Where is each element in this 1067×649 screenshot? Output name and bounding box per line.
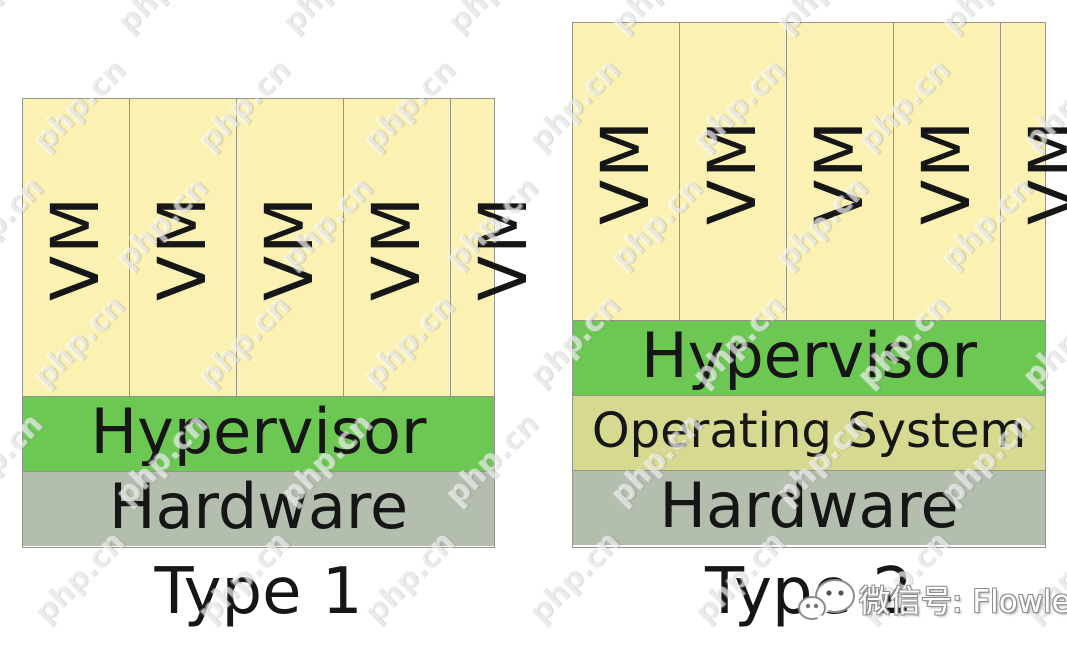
vm-label: VM bbox=[1015, 118, 1067, 225]
vm-label: VM bbox=[587, 118, 665, 225]
vm-label: VM bbox=[694, 118, 772, 225]
hypervisor-label: Hypervisor bbox=[641, 319, 977, 392]
vm-box: VM bbox=[451, 99, 557, 396]
php-watermark-text: php.cn bbox=[0, 0, 50, 40]
vm-box: VM bbox=[787, 23, 895, 320]
vm-label: VM bbox=[144, 194, 222, 301]
hardware-label: Hardware bbox=[659, 469, 959, 542]
vm-box: VM bbox=[573, 23, 681, 320]
type1-hypervisor-layer: Hypervisor bbox=[23, 396, 494, 471]
vm-label: VM bbox=[465, 194, 543, 301]
vm-label: VM bbox=[251, 194, 329, 301]
type2-vm-row: VM VM VM VM VM bbox=[573, 23, 1067, 320]
vm-box: VM bbox=[237, 99, 345, 396]
wechat-watermark-badge: 微信号: Flowlet bbox=[795, 574, 1067, 630]
php-watermark-text: php.cn bbox=[274, 0, 380, 40]
vm-box: VM bbox=[344, 99, 452, 396]
vm-box: VM bbox=[1001, 23, 1067, 320]
type2-hypervisor-layer: Hypervisor bbox=[573, 320, 1045, 395]
vm-label: VM bbox=[37, 194, 115, 301]
type1-hardware-layer: Hardware bbox=[23, 471, 494, 546]
wechat-icon bbox=[798, 579, 855, 624]
hardware-label: Hardware bbox=[108, 470, 409, 543]
type2-hardware-layer: Hardware bbox=[573, 470, 1045, 545]
type1-hypervisor-diagram: VM VM VM VM VM Hypervisor Hardware bbox=[22, 98, 542, 548]
type2-hypervisor-diagram: VM VM VM VM VM Hypervisor Operating Syst… bbox=[572, 22, 1067, 548]
vm-box: VM bbox=[680, 23, 788, 320]
type1-vm-row: VM VM VM VM VM bbox=[23, 99, 542, 396]
type1-caption: Type 1 bbox=[154, 555, 363, 629]
vm-label: VM bbox=[908, 118, 986, 225]
operating-system-label: Operating System bbox=[591, 403, 1027, 459]
hypervisor-label: Hypervisor bbox=[90, 395, 427, 468]
vm-box: VM bbox=[894, 23, 1002, 320]
type2-os-layer: Operating System bbox=[573, 395, 1045, 470]
vm-label: VM bbox=[801, 118, 879, 225]
vm-label: VM bbox=[358, 194, 436, 301]
php-watermark-text: php.cn bbox=[109, 0, 215, 40]
vm-box: VM bbox=[23, 99, 131, 396]
vm-box: VM bbox=[130, 99, 238, 396]
php-watermark-text: php.cn bbox=[439, 0, 545, 40]
wechat-account-label: 微信号: Flowlet bbox=[859, 583, 1067, 620]
